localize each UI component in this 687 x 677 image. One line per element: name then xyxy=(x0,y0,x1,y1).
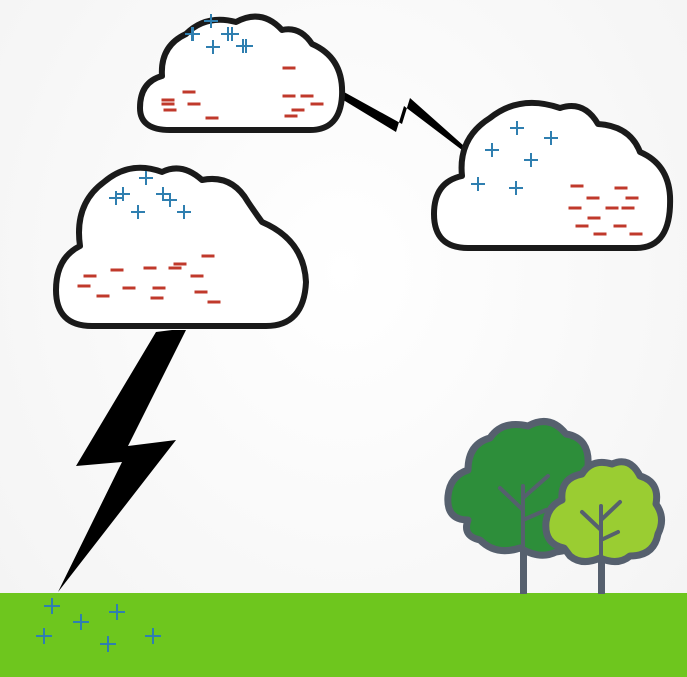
lightning-bolt-cloud-to-cloud xyxy=(340,92,464,150)
lightning-bolt-ground xyxy=(58,330,186,592)
cloud-top xyxy=(140,14,342,130)
cloud-left-outline xyxy=(56,168,306,326)
cloud-top-outline xyxy=(140,17,342,130)
ground xyxy=(0,593,687,677)
cloud-left xyxy=(56,168,306,326)
cloud-right-outline xyxy=(434,103,670,248)
tree-light xyxy=(546,462,662,594)
cloud-right xyxy=(434,103,670,248)
